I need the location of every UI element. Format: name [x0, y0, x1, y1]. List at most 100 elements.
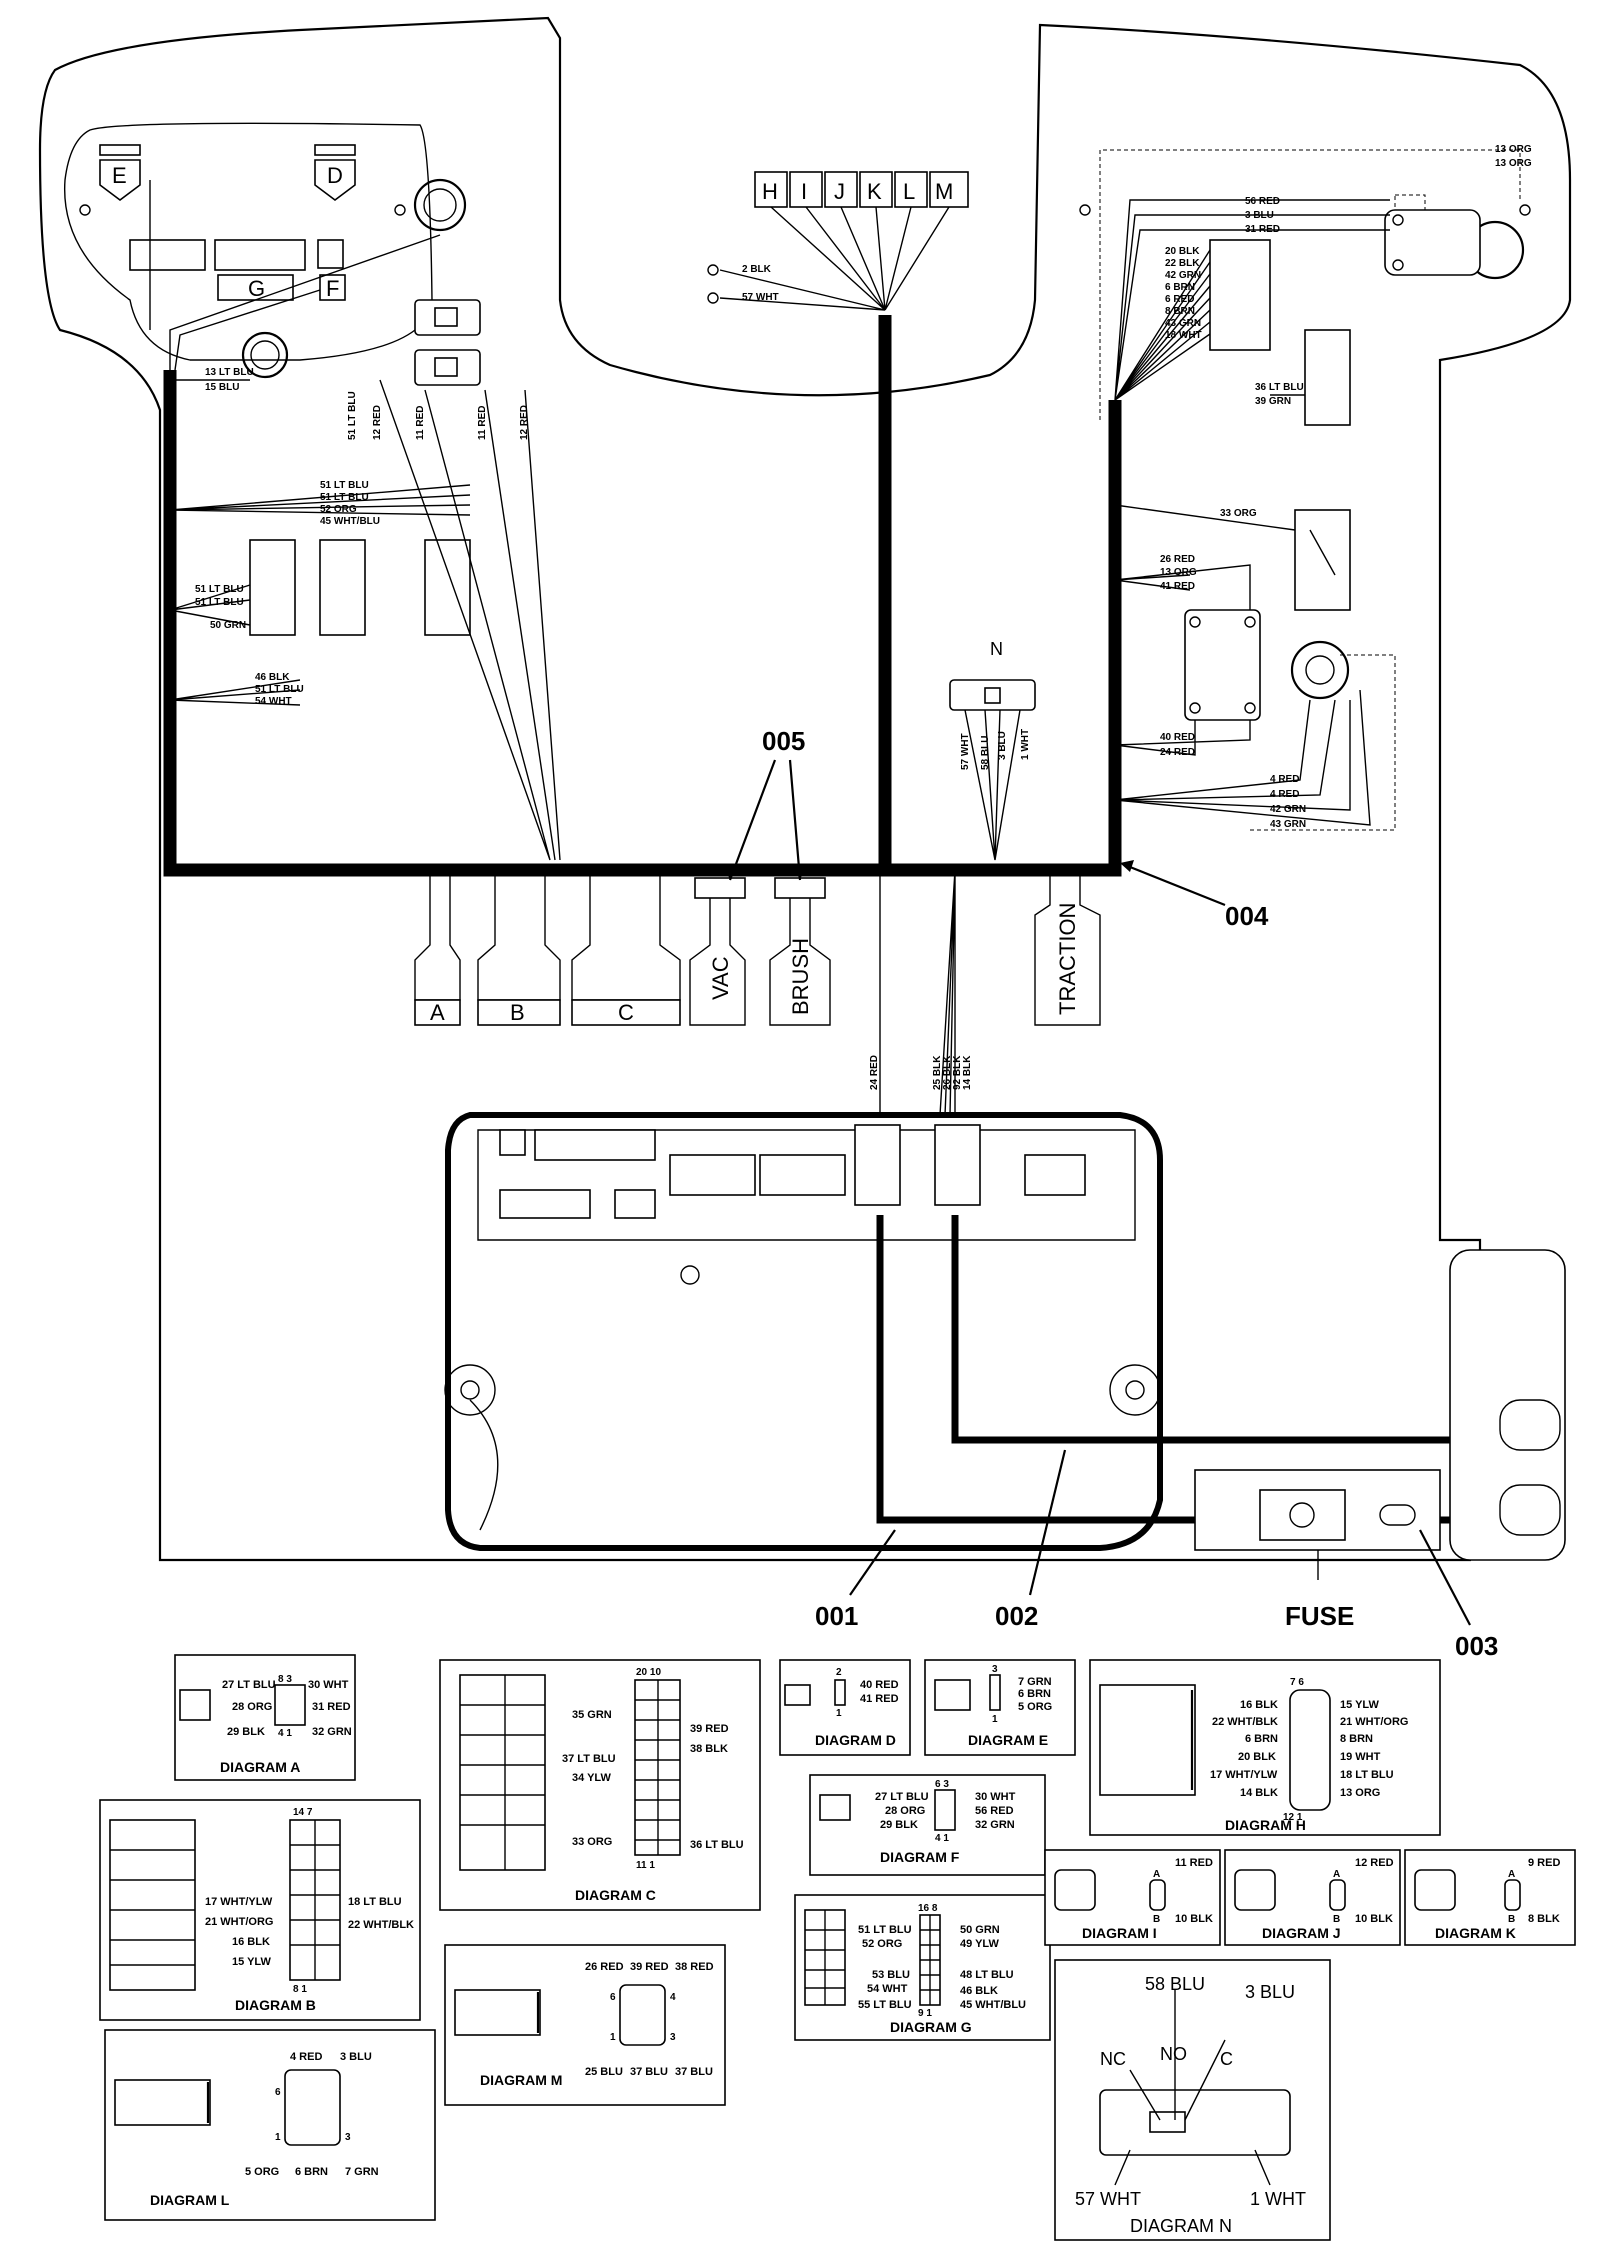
- svg-text:45 WHT/BLU: 45 WHT/BLU: [960, 1999, 1026, 2011]
- svg-text:8 BRN: 8 BRN: [1165, 306, 1195, 317]
- svg-text:13 ORG: 13 ORG: [1495, 158, 1532, 169]
- mount-hole: [1519, 204, 1531, 216]
- svg-text:TRACTION: TRACTION: [1055, 903, 1080, 1015]
- svg-text:3: 3: [670, 2032, 676, 2043]
- fuse-label: FUSE: [1285, 1601, 1354, 1631]
- svg-text:37 LT BLU: 37 LT BLU: [562, 1753, 616, 1765]
- svg-text:3 BLU: 3 BLU: [997, 731, 1008, 760]
- arrow: [849, 1529, 896, 1596]
- svg-text:28 ORG: 28 ORG: [885, 1805, 925, 1817]
- svg-text:53 BLU: 53 BLU: [872, 1969, 910, 1981]
- svg-text:30 WHT: 30 WHT: [308, 1679, 349, 1691]
- svg-text:29 BLK: 29 BLK: [227, 1726, 265, 1738]
- svg-text:4 1: 4 1: [935, 1833, 949, 1844]
- svg-text:3: 3: [345, 2132, 351, 2143]
- svg-text:5 ORG: 5 ORG: [245, 2166, 279, 2178]
- svg-text:26 RED: 26 RED: [1160, 554, 1195, 565]
- svg-text:NC: NC: [1100, 2049, 1126, 2069]
- diagram-b: 14 7 8 1 17 WHT/YLW 21 WHT/ORG 16 BLK 15…: [99, 1799, 421, 2021]
- wire: [1114, 720, 1251, 756]
- relay: [319, 539, 366, 636]
- svg-text:21 WHT/ORG: 21 WHT/ORG: [1340, 1716, 1408, 1728]
- svg-text:50 GRN: 50 GRN: [960, 1924, 1000, 1936]
- svg-text:54 WHT: 54 WHT: [867, 1983, 908, 1995]
- callout-005: 005: [762, 726, 805, 756]
- harness-005: [163, 370, 1122, 877]
- svg-text:16 BLK: 16 BLK: [1240, 1699, 1278, 1711]
- svg-text:9 1: 9 1: [918, 2008, 932, 2019]
- svg-text:34 YLW: 34 YLW: [572, 1772, 612, 1784]
- svg-text:7 GRN: 7 GRN: [345, 2166, 379, 2178]
- svg-text:C: C: [618, 1000, 634, 1025]
- diagram-a: 8 3 4 1 27 LT BLU 28 ORG 29 BLK 30 WHT 3…: [174, 1654, 356, 1781]
- diagram-g: 16 8 9 1 51 LT BLU 52 ORG 53 BLU 54 WHT …: [794, 1894, 1051, 2041]
- svg-text:DIAGRAM K: DIAGRAM K: [1435, 1925, 1516, 1941]
- svg-text:DIAGRAM E: DIAGRAM E: [968, 1732, 1048, 1748]
- svg-text:51 LT BLU: 51 LT BLU: [320, 480, 369, 491]
- svg-text:27 LT BLU: 27 LT BLU: [875, 1791, 929, 1803]
- svg-text:5 ORG: 5 ORG: [1018, 1701, 1052, 1713]
- svg-text:F: F: [326, 276, 339, 301]
- svg-text:26 BLK: 26 BLK: [942, 1055, 953, 1090]
- svg-text:6: 6: [610, 1992, 616, 2003]
- diagram-i: A B 11 RED 10 BLK DIAGRAM I: [1044, 1849, 1221, 1946]
- arrow: [1124, 863, 1226, 907]
- svg-text:3: 3: [992, 1664, 998, 1675]
- callout-003: 003: [1455, 1631, 1498, 1661]
- svg-text:57 WHT: 57 WHT: [1075, 2189, 1141, 2209]
- diagram-n: 58 BLU 3 BLU NC NO C 57 WHT 1 WHT DIAGRA…: [1054, 1959, 1331, 2241]
- svg-text:51 LT BLU: 51 LT BLU: [195, 584, 244, 595]
- svg-text:58 BLU: 58 BLU: [1145, 1974, 1205, 1994]
- svg-text:7 GRN: 7 GRN: [1018, 1676, 1052, 1688]
- svg-text:3 BLU: 3 BLU: [1245, 1982, 1295, 2002]
- svg-text:51 LT BLU: 51 LT BLU: [195, 597, 244, 608]
- svg-text:DIAGRAM H: DIAGRAM H: [1225, 1817, 1306, 1833]
- relay: [424, 539, 471, 636]
- svg-text:19 WHT: 19 WHT: [1340, 1751, 1381, 1763]
- svg-text:1 WHT: 1 WHT: [1020, 729, 1031, 760]
- svg-text:39 RED: 39 RED: [630, 1961, 669, 1973]
- svg-text:3 BLU: 3 BLU: [340, 2051, 372, 2063]
- svg-text:41 RED: 41 RED: [860, 1693, 899, 1705]
- svg-text:22 WHT/BLK: 22 WHT/BLK: [348, 1919, 414, 1931]
- svg-text:8 BLK: 8 BLK: [1528, 1913, 1560, 1925]
- pressure-switch: [1290, 640, 1350, 700]
- relay-block: [1209, 239, 1271, 351]
- svg-text:6: 6: [275, 2087, 281, 2098]
- svg-text:31 RED: 31 RED: [312, 1701, 351, 1713]
- svg-text:6 BRN: 6 BRN: [1018, 1688, 1051, 1700]
- wire: [964, 709, 1021, 861]
- diagram-c: 20 10 11 1 35 GRN 37 LT BLU 34 YLW 33 OR…: [439, 1659, 761, 1911]
- switch-n: N 57 WHT 58 BLU 3 BLU 1 WHT: [949, 639, 1036, 770]
- diagram-k: A B 9 RED 8 BLK DIAGRAM K: [1404, 1849, 1576, 1946]
- svg-text:12 RED: 12 RED: [1355, 1857, 1394, 1869]
- svg-text:DIAGRAM I: DIAGRAM I: [1082, 1925, 1157, 1941]
- wire: [1114, 689, 1371, 826]
- svg-text:VAC: VAC: [708, 956, 733, 1000]
- svg-text:48 LT BLU: 48 LT BLU: [960, 1969, 1014, 1981]
- svg-text:25 BLU: 25 BLU: [585, 2066, 623, 2078]
- key-switch: [241, 331, 289, 379]
- svg-text:38 BLK: 38 BLK: [690, 1743, 728, 1755]
- svg-text:1: 1: [992, 1714, 998, 1725]
- svg-text:51 LT BLU: 51 LT BLU: [255, 684, 304, 695]
- svg-text:8 1: 8 1: [293, 1984, 307, 1995]
- svg-text:6 BRN: 6 BRN: [1245, 1733, 1278, 1745]
- diagram-f: 6 3 4 1 27 LT BLU 28 ORG 29 BLK 30 WHT 5…: [809, 1774, 1046, 1876]
- svg-text:39 GRN: 39 GRN: [1255, 396, 1291, 407]
- svg-text:25 BLK: 25 BLK: [932, 1055, 943, 1090]
- svg-text:6 BRN: 6 BRN: [1165, 282, 1195, 293]
- solenoid: [1184, 609, 1261, 721]
- connector-c: C: [571, 875, 681, 1026]
- svg-text:B: B: [1508, 1914, 1515, 1925]
- wire: [1099, 149, 1521, 420]
- svg-text:49 YLW: 49 YLW: [960, 1938, 1000, 1950]
- svg-text:37 BLU: 37 BLU: [675, 2066, 713, 2078]
- connector-traction: TRACTION: [1034, 875, 1101, 1026]
- contactor: [1384, 209, 1481, 276]
- mount-hole: [394, 204, 406, 216]
- svg-text:7 6: 7 6: [1290, 1677, 1304, 1688]
- svg-text:28 ORG: 28 ORG: [232, 1701, 272, 1713]
- svg-text:51 LT BLU: 51 LT BLU: [347, 391, 358, 440]
